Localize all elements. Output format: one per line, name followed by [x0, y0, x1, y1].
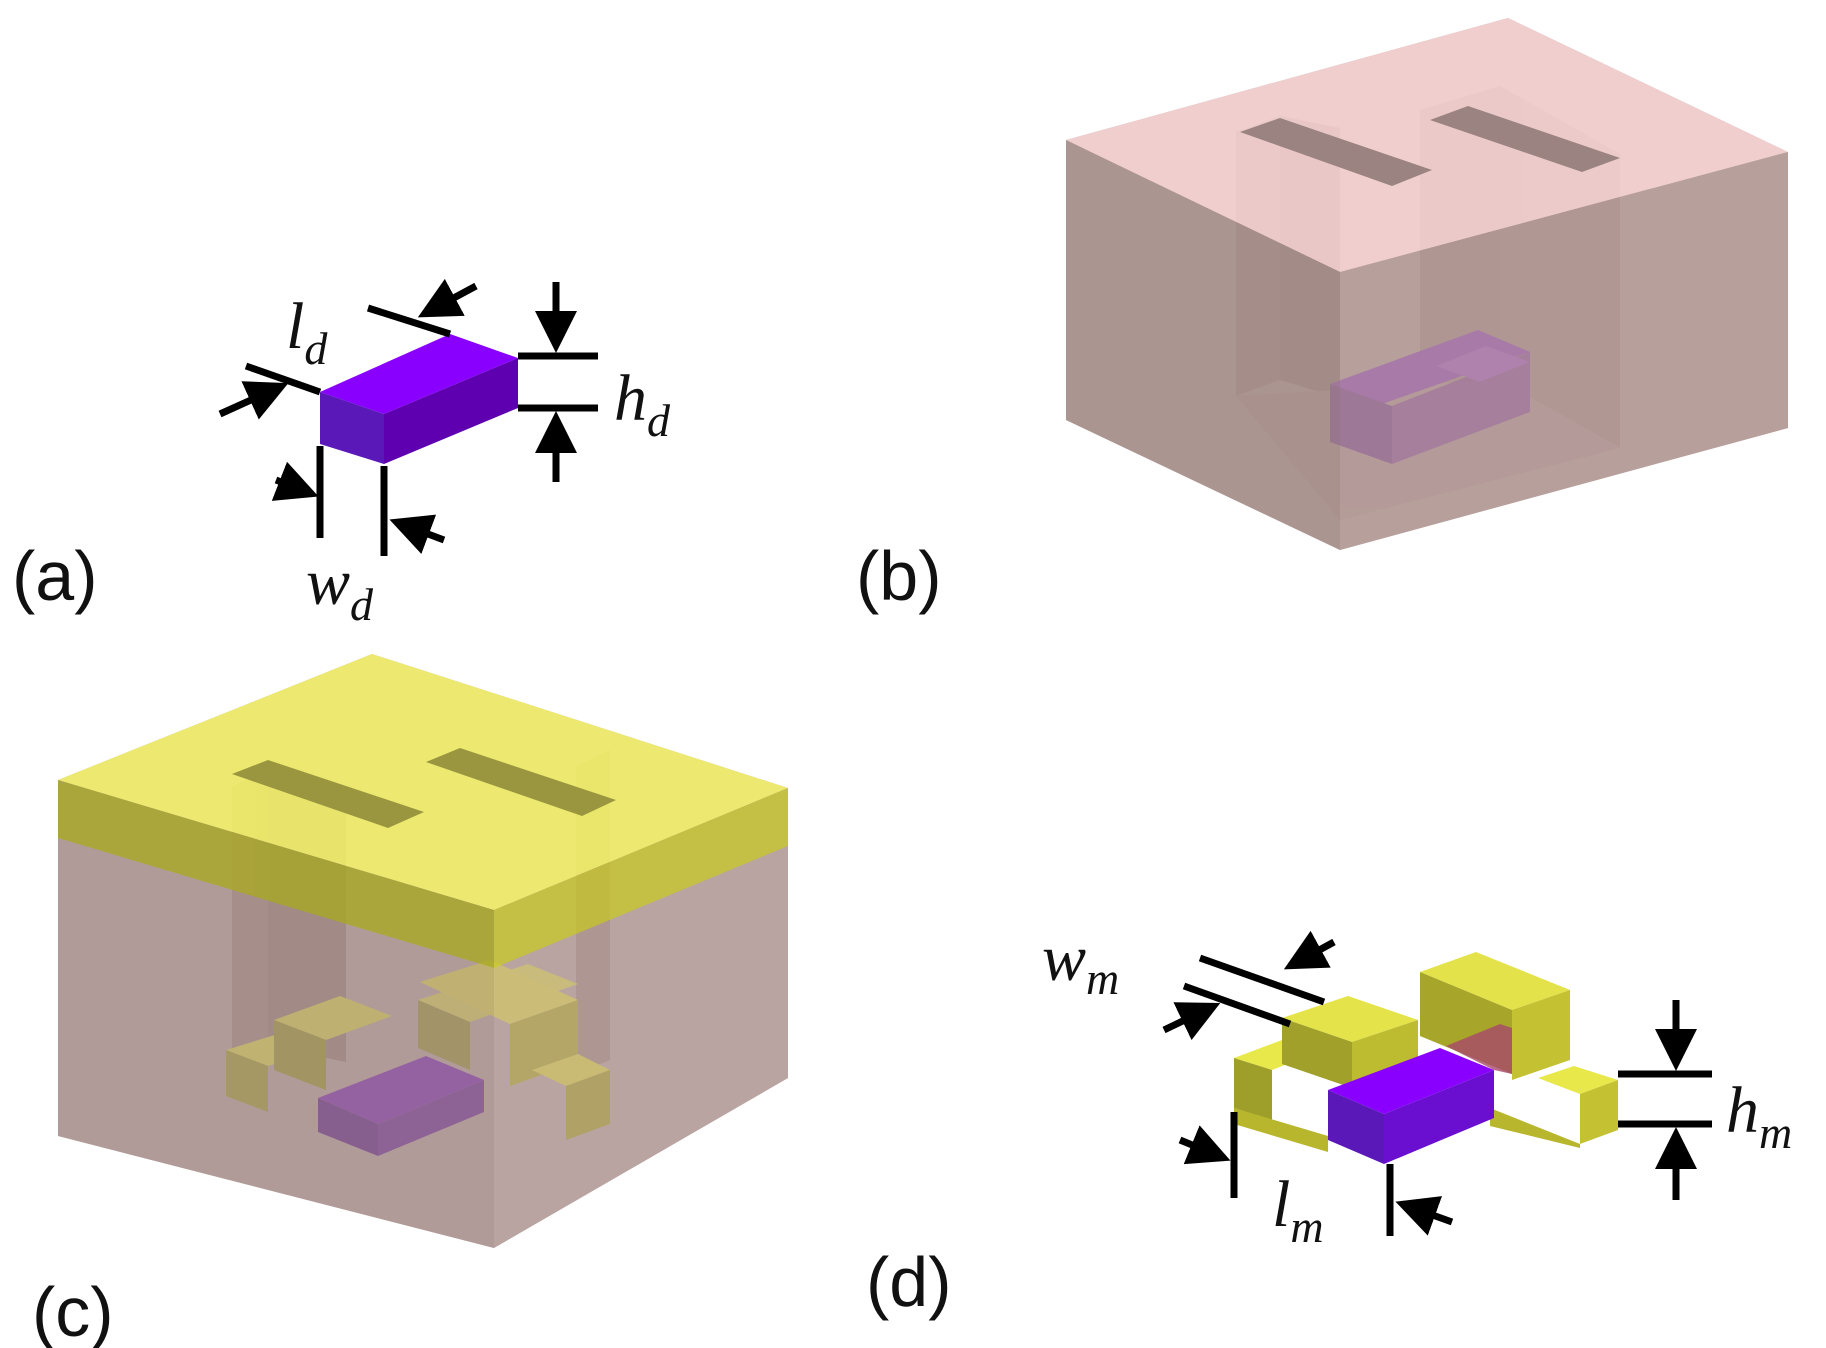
dimension-label-w-d: wd [306, 546, 374, 630]
host-front-face-c [58, 838, 494, 1248]
dielectric-overlap-tint [1446, 1024, 1512, 1074]
h-m-dimension [1618, 1000, 1712, 1200]
host-side-face-c [494, 846, 788, 1248]
dimension-label-h-m: hm [1726, 1074, 1792, 1158]
metal-right-step-front [1580, 1080, 1618, 1144]
dielectric-top-d [1328, 1048, 1494, 1114]
metal-right-block-side [1512, 990, 1570, 1080]
l-m-dimension [1178, 1112, 1454, 1236]
dimension-label-w-m: wm [1042, 922, 1119, 1004]
w-m-dimension [1162, 930, 1336, 1041]
resonator-d [1234, 952, 1618, 1164]
panel-c: (c) [32, 654, 788, 1348]
host-slot-right [1430, 106, 1620, 172]
cap-slot-right [426, 748, 616, 816]
host-front-face [1066, 140, 1340, 550]
dimension-label-l-d: ld [286, 290, 328, 374]
cap-slot-left [232, 760, 424, 828]
metal-right-step-top [1538, 1066, 1618, 1094]
cap-front-face [58, 780, 494, 968]
w-d-dimension [271, 446, 446, 556]
h-d-dimension [518, 282, 598, 482]
panel-d: wm hm lm (d) [866, 922, 1792, 1321]
block-front-face [320, 392, 384, 464]
metal-left-step-front [1234, 1058, 1272, 1120]
panel-b: (b) [856, 18, 1788, 615]
panel-label-a: (a) [12, 537, 98, 615]
metal-base-front [1234, 1108, 1328, 1152]
metal-left-arm-front [1282, 1018, 1352, 1088]
dielectric-side-d [1384, 1070, 1494, 1164]
dimension-label-h-d: hd [614, 362, 671, 446]
cap-side-face [494, 788, 788, 968]
host-side-face [1340, 152, 1788, 550]
metal-right-block-top [1420, 952, 1570, 1010]
panel-a: ld hd wd (a) [12, 278, 671, 630]
panel-label-b: (b) [856, 537, 942, 615]
block-side-face [384, 358, 518, 464]
cap-top-face [58, 654, 788, 910]
host-slot-left [1240, 118, 1432, 186]
dimension-label-l-m: lm [1272, 1168, 1324, 1252]
panel-label-c: (c) [32, 1273, 114, 1348]
metal-left-arm-top [1282, 996, 1418, 1042]
panel-label-d: (d) [866, 1243, 952, 1321]
host-top-face [1066, 18, 1788, 272]
block-top-face [320, 334, 518, 414]
l-d-dimension [218, 278, 478, 420]
dielectric-front-d [1328, 1090, 1384, 1164]
metal-base-side [1490, 1108, 1580, 1148]
dielectric-block-a [320, 334, 518, 464]
